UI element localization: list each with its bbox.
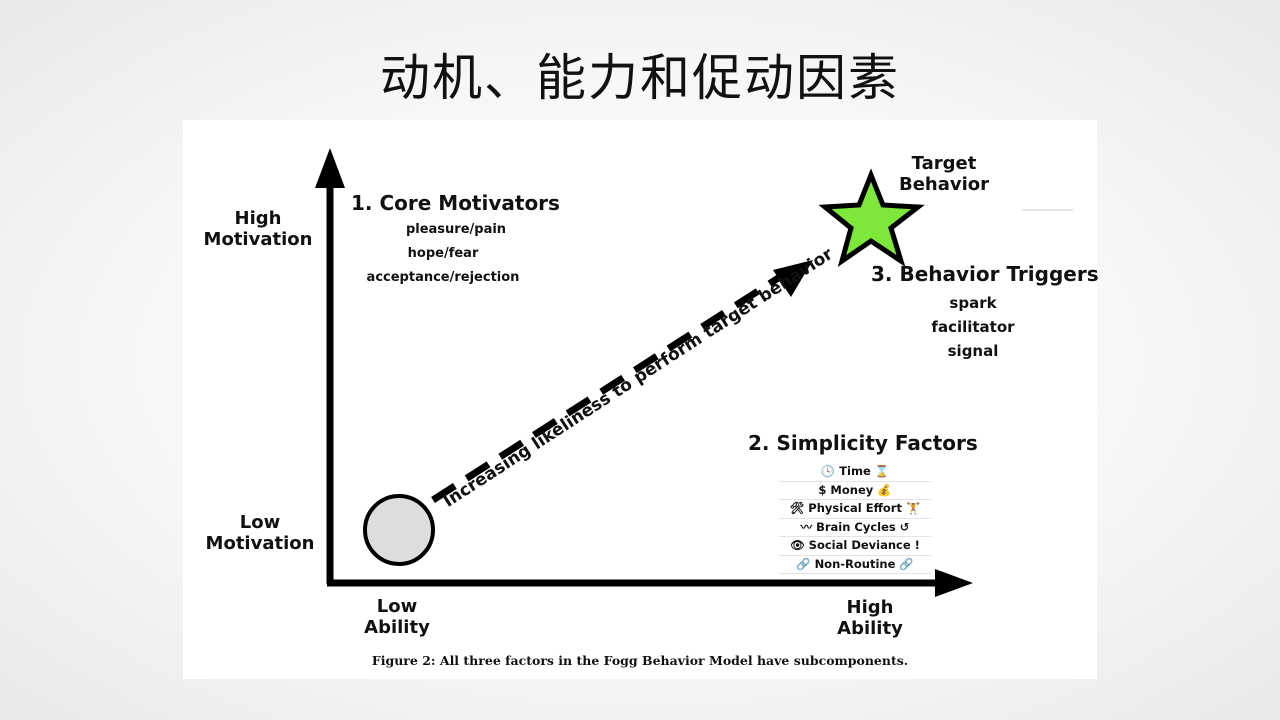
- behavior-trigger-item: facilitator: [931, 318, 1015, 336]
- simplicity-factor-label: Brain Cycles: [816, 519, 896, 534]
- y-axis-arrowhead: [315, 148, 345, 188]
- diagram-graphics: [315, 148, 1073, 597]
- link-icon: 🔗: [796, 556, 815, 571]
- tools-icon: 🛠: [789, 501, 809, 515]
- simplicity-factor-label: Time: [839, 464, 871, 478]
- high-ability-label: High Ability: [837, 597, 903, 639]
- eye-icon: 👁: [790, 538, 809, 552]
- simplicity-factor-row: 🛠 Physical Effort 🏋: [779, 500, 931, 519]
- behavior-trigger-item: signal: [947, 342, 999, 360]
- simplicity-factors-heading: 2. Simplicity Factors: [748, 431, 978, 455]
- simplicity-factor-row: 🕓 Time ⌛: [779, 463, 931, 482]
- x-axis-arrowhead: [935, 569, 973, 597]
- link-icon-trailing: 🔗: [895, 556, 914, 571]
- fogg-behavior-figure: High Motivation Low Motivation Low Abili…: [183, 120, 1099, 679]
- simplicity-factor-label: Social Deviance: [808, 538, 911, 552]
- simplicity-factor-label: Money: [830, 482, 874, 497]
- low-ability-label: Low Ability: [364, 596, 430, 638]
- target-behavior-label: Target Behavior: [898, 153, 990, 195]
- clock-icon-trailing: ⌛: [870, 464, 890, 478]
- core-motivator-item: hope/fear: [407, 246, 479, 261]
- eye-icon-trailing: !: [910, 538, 920, 552]
- simplicity-factor-label: Physical Effort: [808, 501, 902, 515]
- dashed-progress-arrow: [431, 272, 785, 503]
- simplicity-factor-row: 👁 Social Deviance !: [779, 537, 931, 556]
- clock-icon: 🕓: [820, 464, 840, 478]
- simplicity-factor-row: $ Money 💰: [779, 482, 931, 500]
- core-motivator-item: acceptance/rejection: [366, 270, 520, 285]
- figure-caption: Figure 2: All three factors in the Fogg …: [371, 653, 909, 668]
- slide-title: 动机、能力和促动因素: [380, 49, 900, 107]
- high-motivation-label: High Motivation: [203, 208, 313, 250]
- dashed-arrowhead: [773, 260, 813, 297]
- tools-icon-trailing: 🏋: [901, 501, 921, 515]
- money-icon: $: [818, 482, 831, 497]
- brain-icon: 〰: [800, 519, 817, 534]
- low-motivation-label: Low Motivation: [205, 512, 315, 554]
- core-motivator-item: pleasure/pain: [405, 222, 507, 237]
- target-star: [818, 168, 925, 267]
- brain-icon-trailing: ↺: [895, 519, 910, 534]
- start-circle: [363, 494, 435, 566]
- behavior-trigger-item: spark: [949, 294, 997, 312]
- simplicity-factor-list: 🕓 Time ⌛$ Money 💰🛠 Physical Effort 🏋〰 Br…: [779, 463, 931, 574]
- simplicity-factor-label: Non-Routine: [814, 556, 896, 571]
- simplicity-factor-row: 〰 Brain Cycles ↺: [779, 519, 931, 537]
- simplicity-factor-row: 🔗 Non-Routine 🔗: [779, 556, 931, 574]
- behavior-triggers-heading: 3. Behavior Triggers: [871, 262, 1099, 286]
- money-icon-trailing: 💰: [873, 482, 892, 497]
- core-motivators-heading: 1. Core Motivators: [351, 191, 560, 215]
